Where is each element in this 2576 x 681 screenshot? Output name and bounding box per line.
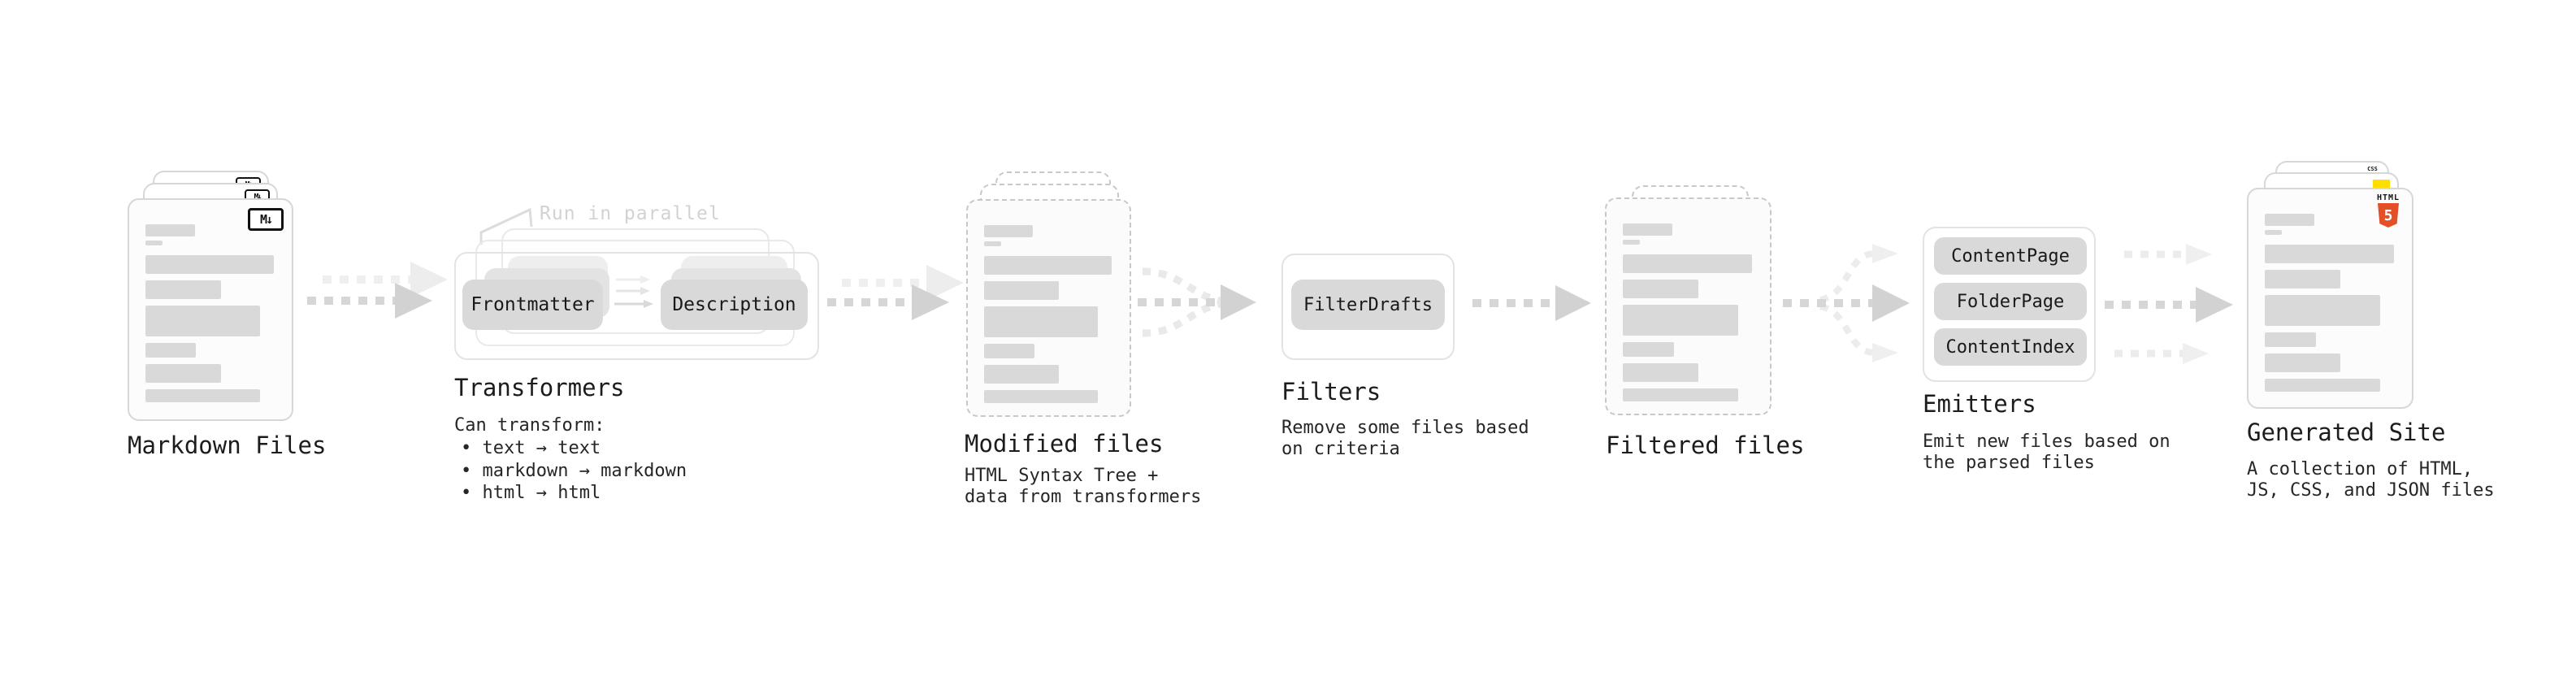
flow-arrow-converge	[1138, 267, 1256, 337]
description-line: on criteria	[1281, 439, 1400, 459]
stage-heading-markdown-files: Markdown Files	[128, 432, 327, 459]
css-badge-text: CSS	[2367, 166, 2378, 172]
transformer-group	[454, 252, 819, 360]
emitters-group	[1923, 227, 2096, 382]
placeholder-bar	[145, 343, 197, 358]
placeholder-bar	[984, 225, 1034, 237]
filters-group	[1281, 254, 1455, 360]
description-line: HTML Syntax Tree +	[965, 466, 1159, 486]
placeholder-bar	[1623, 223, 1673, 236]
flow-arrow	[1472, 285, 1591, 321]
modified-doc-card	[966, 199, 1131, 417]
placeholder-bar	[984, 281, 1060, 300]
doc-placeholder-lines	[984, 225, 1113, 403]
placeholder-bar	[2265, 230, 2282, 235]
placeholder-bar	[1623, 305, 1738, 336]
transformers-bullet-list: • text → text • markdown → markdown • ht…	[461, 437, 687, 505]
placeholder-bar	[2265, 245, 2395, 263]
placeholder-bar	[984, 344, 1034, 358]
html5-word: HTML	[2376, 193, 2400, 202]
bullet-item: • text → text	[461, 438, 601, 458]
placeholder-bar	[145, 364, 221, 383]
note-run-in-parallel: Run in parallel	[540, 203, 721, 224]
placeholder-bar	[984, 365, 1060, 384]
description-line: Emit new files based on	[1923, 432, 2171, 452]
filtered-doc-card	[1605, 197, 1772, 415]
description-line: Remove some files based	[1281, 418, 1529, 438]
transformer-pill-description: Description	[661, 280, 808, 330]
stage-heading-filtered-files: Filtered files	[1606, 432, 1805, 459]
flow-arrow-faint	[323, 262, 448, 297]
html5-icon: HTML 5	[2374, 194, 2402, 228]
flow-arrow-faint	[842, 265, 964, 301]
placeholder-bar	[1623, 240, 1640, 245]
doc-placeholder-lines	[145, 224, 275, 402]
html5-number: 5	[2383, 206, 2393, 224]
stage-heading-generated-site: Generated Site	[2247, 419, 2446, 446]
flow-arrow	[307, 283, 432, 319]
emitters-description: Emit new files based on the parsed files	[1923, 432, 2171, 474]
placeholder-bar	[2265, 214, 2315, 226]
flow-arrow-diverge	[1783, 244, 1910, 362]
stage-heading-modified-files: Modified files	[965, 430, 1164, 458]
flow-arrow-triple	[2105, 244, 2233, 364]
placeholder-bar	[984, 306, 1098, 337]
placeholder-bar	[2265, 354, 2341, 372]
placeholder-bar	[984, 390, 1098, 403]
placeholder-bar	[145, 306, 260, 336]
bullet-item: • markdown → markdown	[461, 460, 687, 481]
placeholder-bar	[2265, 332, 2316, 347]
placeholder-bar	[1623, 280, 1699, 298]
emitter-pill-folderpage: FolderPage	[1934, 283, 2087, 320]
bullet-item: • html → html	[461, 483, 601, 503]
generated-site-description: A collection of HTML, JS, CSS, and JSON …	[2247, 459, 2495, 501]
description-line: A collection of HTML,	[2247, 459, 2474, 479]
modified-files-description: HTML Syntax Tree + data from transformer…	[965, 466, 1201, 508]
description-line: the parsed files	[1923, 453, 2095, 473]
placeholder-bar	[145, 255, 275, 274]
placeholder-bar	[1623, 342, 1674, 357]
placeholder-bar	[1623, 254, 1753, 273]
description-line: data from transformers	[965, 487, 1202, 507]
placeholder-bar	[984, 241, 1001, 246]
filter-pill-filterdrafts: FilterDrafts	[1291, 280, 1445, 330]
transformer-pill-frontmatter: Frontmatter	[462, 280, 603, 330]
markdown-doc-card: M↓	[128, 198, 293, 421]
flow-arrow	[827, 284, 949, 320]
placeholder-bar	[145, 224, 195, 236]
doc-placeholder-lines	[2265, 214, 2396, 392]
generated-doc-card-html: HTML 5	[2247, 188, 2413, 409]
html5-shield: 5	[2378, 203, 2399, 228]
stage-heading-filters: Filters	[1281, 378, 1381, 406]
placeholder-bar	[2265, 295, 2380, 326]
note-leader-line	[479, 207, 533, 245]
placeholder-bar	[984, 256, 1112, 275]
emitter-pill-contentindex: ContentIndex	[1934, 328, 2087, 366]
placeholder-bar	[145, 389, 260, 402]
stage-heading-transformers: Transformers	[454, 374, 625, 401]
markdown-icon: M↓	[248, 208, 284, 231]
doc-placeholder-lines	[1623, 223, 1754, 401]
parallel-arrows-icon	[614, 275, 653, 308]
transformers-description: Can transform:	[454, 415, 605, 436]
emitter-pill-contentpage: ContentPage	[1934, 237, 2087, 275]
description-line: JS, CSS, and JSON files	[2247, 480, 2495, 501]
placeholder-bar	[1623, 388, 1738, 401]
placeholder-bar	[145, 280, 221, 299]
filters-description: Remove some files based on criteria	[1281, 418, 1529, 460]
js-icon	[2373, 180, 2390, 188]
stage-heading-emitters: Emitters	[1923, 390, 2036, 418]
placeholder-bar	[2265, 379, 2380, 392]
placeholder-bar	[145, 241, 163, 245]
placeholder-bar	[1623, 363, 1699, 382]
placeholder-bar	[2265, 270, 2341, 288]
